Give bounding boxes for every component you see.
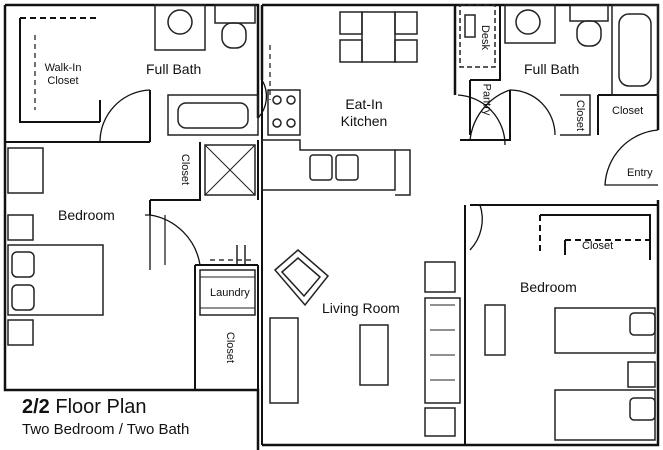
bedroom-right-label: Bedroom xyxy=(520,279,577,295)
closet-right-bedroom-label: Closet xyxy=(582,240,614,252)
door-swings xyxy=(99,79,659,270)
bedroom-left-label: Bedroom xyxy=(58,207,115,223)
kitchen-fixtures xyxy=(261,11,418,196)
plan-subtitle: Two Bedroom / Two Bath xyxy=(22,421,190,438)
laundry-label: Laundry xyxy=(210,287,250,299)
right-bath-fixtures xyxy=(459,4,659,136)
full-bath-left-label: Full Bath xyxy=(146,61,202,77)
closet-left-hall-label: Closet xyxy=(612,105,644,117)
closet-hall-label: Closet xyxy=(179,153,192,186)
eat-in-kitchen-label: Eat-In Kitchen xyxy=(340,96,388,129)
closet-laundry-label: Closet xyxy=(224,331,237,364)
closet-rods xyxy=(34,35,271,265)
left-bedroom-furniture xyxy=(7,147,104,346)
laundry-fixtures xyxy=(199,245,256,316)
entry-label: Entry xyxy=(627,167,653,179)
pantry-label: Pantry xyxy=(480,83,493,116)
full-bath-right-label: Full Bath xyxy=(524,61,580,77)
living-room-furniture xyxy=(269,249,461,437)
right-bedroom-furniture xyxy=(484,304,656,441)
plan-title-rest: Floor Plan xyxy=(55,396,147,418)
left-bath-fixtures xyxy=(154,4,259,196)
walk-in-closet-label: Walk-In Closet xyxy=(44,62,82,87)
living-room-label: Living Room xyxy=(322,300,400,316)
plan-title: 2/2 Floor Plan xyxy=(22,396,147,419)
closet-right-bath-vertical-label: Closet xyxy=(574,99,587,132)
desk-label: Desk xyxy=(479,24,492,51)
plan-title-bold: 2/2 xyxy=(22,396,50,418)
